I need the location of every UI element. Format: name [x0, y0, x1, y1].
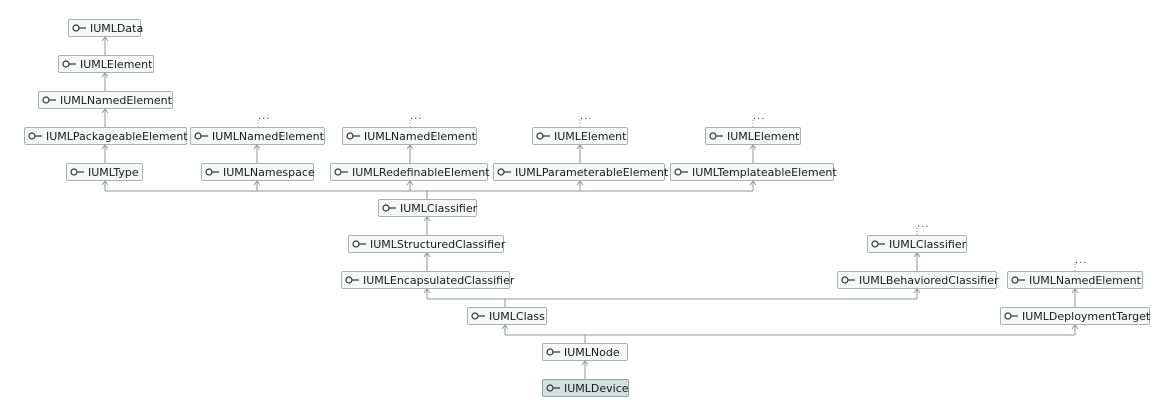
interface-icon — [871, 240, 885, 248]
generalization-arrowhead — [423, 216, 431, 222]
interface-icon — [546, 384, 560, 392]
generalization-arrowhead — [581, 360, 589, 366]
node-iumlnode[interactable]: IUMLNode — [542, 343, 628, 361]
interface-icon — [205, 168, 219, 176]
node-label: IUMLDeploymentTarget — [1022, 309, 1151, 323]
generalization-arrowhead — [1071, 324, 1079, 330]
node-label: IUMLElement — [80, 57, 153, 71]
generalization-arrowhead — [576, 144, 584, 150]
node-iumldevice[interactable]: IUMLDevice — [542, 379, 629, 397]
interface-icon — [1004, 312, 1018, 320]
node-label: IUMLClassifier — [889, 237, 967, 251]
generalization-arrowhead — [253, 144, 261, 150]
node-label: IUMLNamedElement — [60, 93, 172, 107]
interface-icon — [352, 240, 366, 248]
interface-icon — [28, 132, 42, 140]
node-label: IUMLNamedElement — [212, 129, 324, 143]
generalization-arrowhead — [913, 288, 921, 294]
node-label: IUMLParameterableElement — [515, 165, 669, 179]
node-iumltemplateableelement[interactable]: IUMLTemplateableElement — [670, 163, 837, 181]
ellipsis-more-ancestors[interactable]: ... — [258, 111, 271, 122]
node-label: IUMLRedefinableElement — [352, 165, 490, 179]
generalization-arrowhead — [913, 252, 921, 258]
node-iumldeploymenttarget[interactable]: IUMLDeploymentTarget — [1000, 307, 1150, 325]
interface-icon — [62, 60, 76, 68]
node-iumlelement[interactable]: IUMLElement — [532, 127, 628, 145]
node-iumlencapsulatedclassifier[interactable]: IUMLEncapsulatedClassifier — [341, 271, 514, 289]
generalization-arrowhead — [101, 180, 109, 186]
node-iumlnamespace[interactable]: IUMLNamespace — [201, 163, 315, 181]
generalization-arrowhead — [101, 144, 109, 150]
interface-icon — [345, 276, 359, 284]
generalization-arrowhead — [423, 252, 431, 258]
node-label: IUMLElement — [554, 129, 627, 143]
interface-icon — [1011, 276, 1025, 284]
ellipsis-more-ancestors[interactable]: ... — [753, 111, 766, 122]
generalization-arrowhead — [406, 144, 414, 150]
interface-icon — [70, 168, 84, 176]
interface-icon — [42, 96, 56, 104]
node-label: IUMLBehavioredClassifier — [859, 273, 999, 287]
interface-icon — [709, 132, 723, 140]
generalization-arrowhead — [101, 108, 109, 114]
node-label: IUMLNamedElement — [364, 129, 476, 143]
interface-icon — [536, 132, 550, 140]
node-label: IUMLElement — [727, 129, 800, 143]
generalization-arrowhead — [1071, 288, 1079, 294]
node-iumlnamedelement[interactable]: IUMLNamedElement — [190, 127, 325, 145]
interface-icon — [497, 168, 511, 176]
node-label: IUMLClassifier — [400, 201, 478, 215]
node-label: IUMLClass — [489, 309, 545, 323]
node-iumlelement[interactable]: IUMLElement — [58, 55, 154, 73]
interface-icon — [334, 168, 348, 176]
interface-icon — [546, 348, 560, 356]
generalization-arrowhead — [406, 180, 414, 186]
interface-icon — [674, 168, 688, 176]
node-label: IUMLPackageableElement — [46, 129, 188, 143]
node-iumlclass[interactable]: IUMLClass — [467, 307, 547, 325]
generalization-arrowhead — [576, 180, 584, 186]
ellipsis-more-ancestors[interactable]: ... — [917, 219, 930, 230]
generalization-arrowhead — [423, 288, 431, 294]
node-iumlpackageableelement[interactable]: IUMLPackageableElement — [24, 127, 188, 145]
node-label: IUMLNode — [564, 345, 620, 359]
generalization-arrowhead — [749, 144, 757, 150]
node-label: IUMLStructuredClassifier — [370, 237, 506, 251]
node-label: IUMLNamedElement — [1029, 273, 1141, 287]
interface-icon — [841, 276, 855, 284]
node-iumltype[interactable]: IUMLType — [66, 163, 143, 181]
interface-icon — [346, 132, 360, 140]
interface-icon — [471, 312, 485, 320]
node-label: IUMLTemplateableElement — [692, 165, 837, 179]
node-iumlelement[interactable]: IUMLElement — [705, 127, 801, 145]
node-iumlclassifier[interactable]: IUMLClassifier — [378, 199, 477, 217]
node-label: IUMLNamespace — [223, 165, 315, 179]
ellipsis-more-ancestors[interactable]: ... — [580, 111, 593, 122]
generalization-arrowhead — [501, 324, 509, 330]
node-iumlredefinableelement[interactable]: IUMLRedefinableElement — [330, 163, 490, 181]
interface-icon — [194, 132, 208, 140]
generalization-arrowhead — [253, 180, 261, 186]
interface-icon — [382, 204, 396, 212]
node-iumlnamedelement[interactable]: IUMLNamedElement — [38, 91, 173, 109]
node-label: IUMLType — [88, 165, 139, 179]
node-iumlstructuredclassifier[interactable]: IUMLStructuredClassifier — [348, 235, 506, 253]
node-iumlparameterableelement[interactable]: IUMLParameterableElement — [493, 163, 669, 181]
node-iumlclassifier[interactable]: IUMLClassifier — [867, 235, 967, 253]
node-label: IUMLDevice — [564, 381, 629, 395]
generalization-arrowhead — [101, 36, 109, 42]
ellipsis-more-ancestors[interactable]: ... — [1075, 255, 1088, 266]
node-iumldata[interactable]: IUMLData — [68, 19, 144, 37]
node-iumlnamedelement[interactable]: IUMLNamedElement — [1007, 271, 1143, 289]
ellipsis-more-ancestors[interactable]: ... — [410, 111, 423, 122]
interface-icon — [72, 24, 86, 32]
generalization-arrowhead — [101, 72, 109, 78]
generalization-arrowhead — [749, 180, 757, 186]
node-iumlnamedelement[interactable]: IUMLNamedElement — [342, 127, 477, 145]
node-iumlbehavioredclassifier[interactable]: IUMLBehavioredClassifier — [837, 271, 999, 289]
node-label: IUMLEncapsulatedClassifier — [363, 273, 515, 287]
node-label: IUMLData — [90, 21, 144, 35]
